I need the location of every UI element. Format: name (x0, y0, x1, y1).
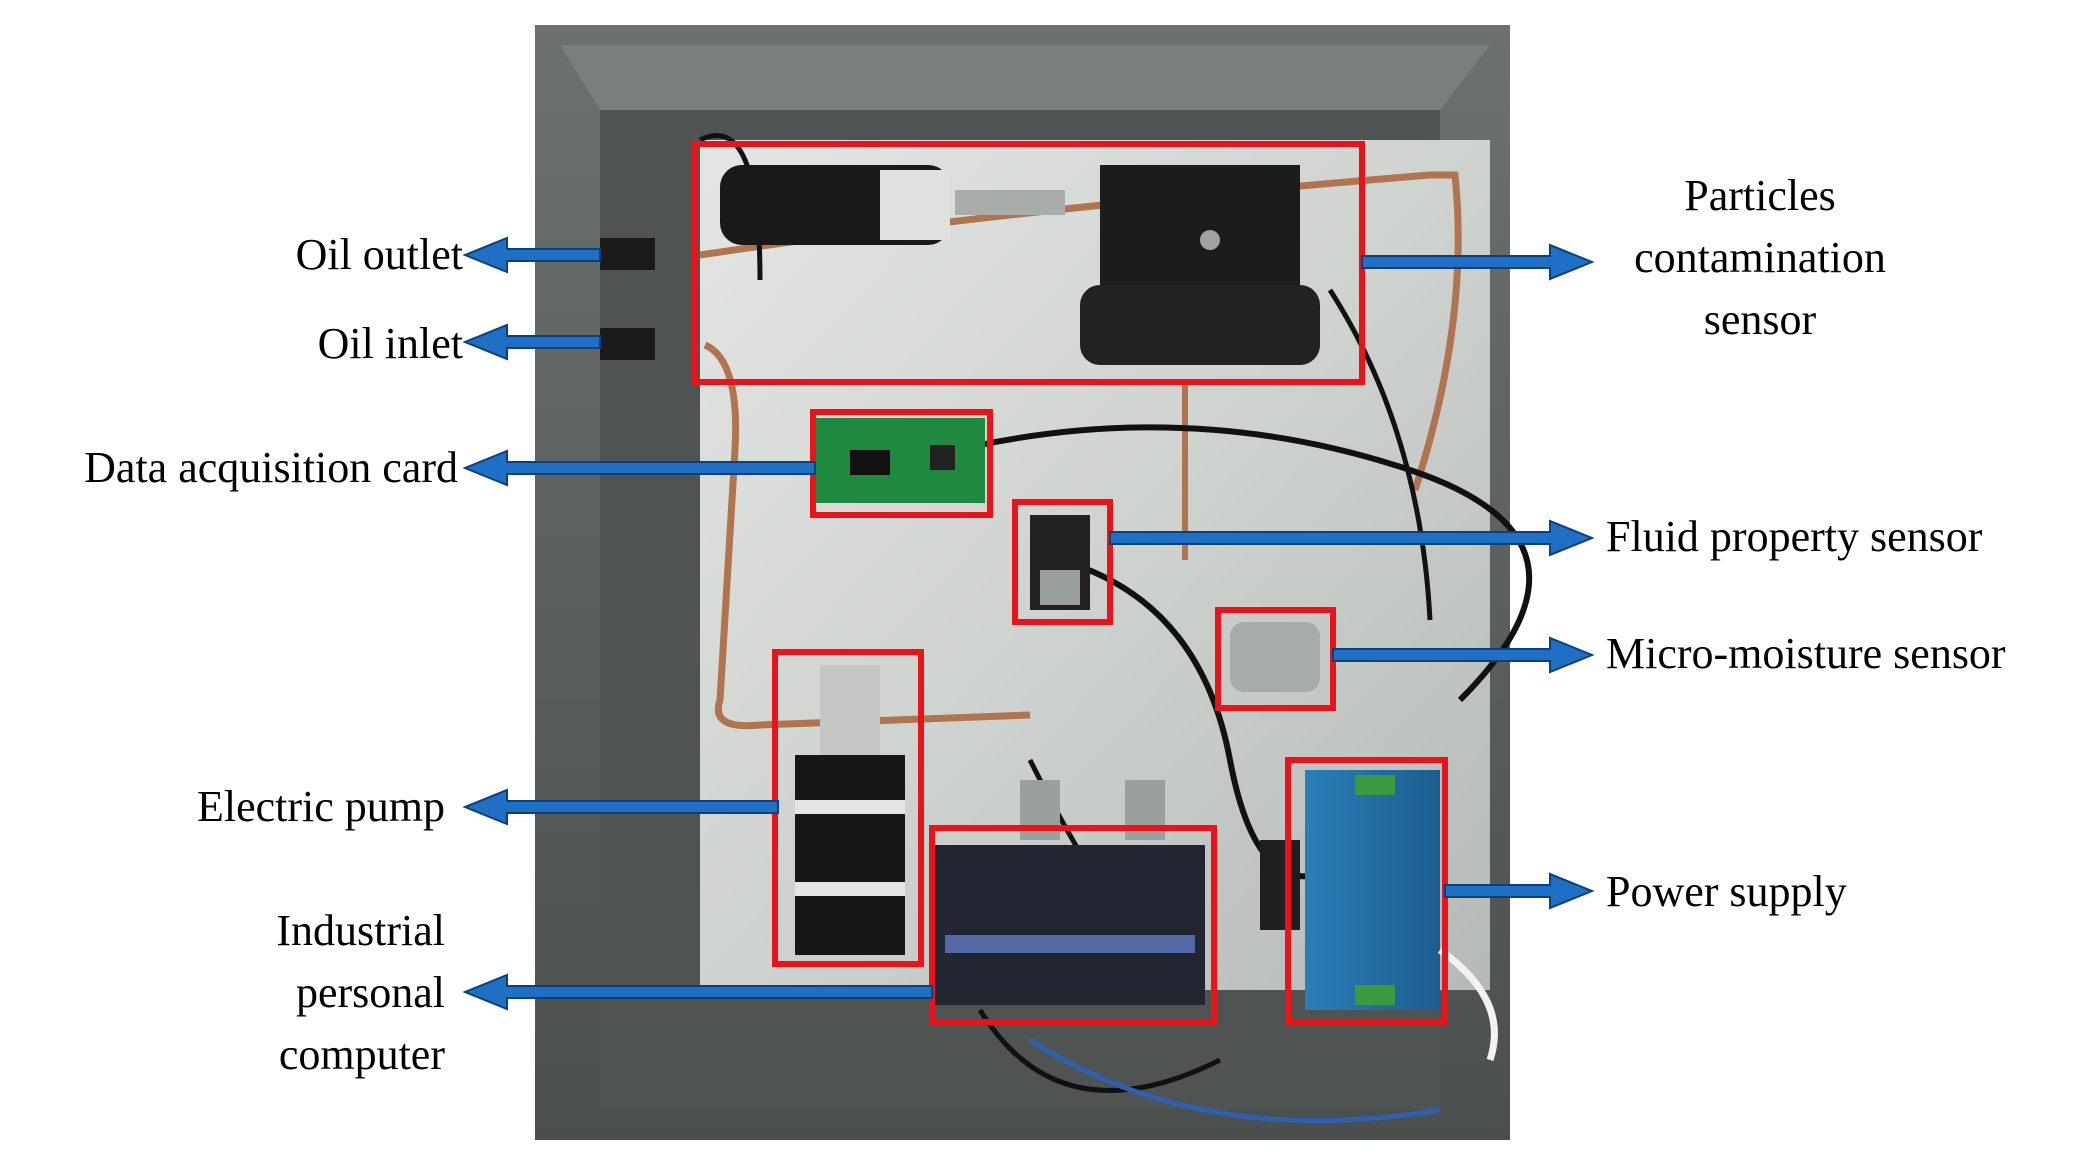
outlet-fitting (600, 238, 655, 270)
arrow-particles-sensor (1361, 243, 1595, 281)
label-oil-inlet: Oil inlet (317, 319, 463, 368)
arrow-data-acquisition-card (462, 449, 816, 487)
psu-body (1305, 770, 1440, 1010)
arrow-micro-moisture-sensor (1332, 636, 1595, 674)
white-cable (1437, 947, 1498, 1062)
arrow-oil-outlet (462, 236, 601, 274)
label-fluid-property-sensor: Fluid property sensor (1606, 512, 1983, 561)
label-industrial-pc-line1: Industrial (276, 906, 445, 955)
arrow-industrial-pc (462, 973, 933, 1011)
label-industrial-pc-line2: personal (295, 968, 445, 1017)
arrow-oil-inlet (462, 323, 601, 361)
cable (1327, 288, 1433, 621)
arrow-electric-pump (462, 788, 779, 826)
label-industrial-pc-line3: computer (278, 1030, 445, 1079)
inlet-fitting (600, 328, 655, 360)
label-particles-line1: Particles (1684, 171, 1836, 220)
cable (977, 1008, 1222, 1093)
label-particles-line2: contamination (1634, 233, 1886, 282)
arrow-power-supply (1444, 872, 1595, 910)
label-oil-outlet: Oil outlet (295, 230, 463, 279)
label-electric-pump: Electric pump (196, 782, 445, 831)
label-data-acquisition-card: Data acquisition card (84, 443, 458, 492)
pump-head (820, 665, 880, 755)
pump-motor (795, 755, 905, 955)
copper-tube (703, 341, 1031, 730)
ipc-body (935, 845, 1205, 1005)
highlight-industrial-pc (929, 825, 1217, 1025)
label-particles-sensor: Particles contamination sensor (1580, 165, 1940, 351)
label-industrial-pc: Industrial personal computer (145, 900, 445, 1086)
label-micro-moisture-sensor: Micro-moisture sensor (1606, 629, 2006, 678)
enclosure-inner-wall (560, 45, 1490, 110)
network-cable (1028, 1037, 1441, 1124)
label-particles-line3: sensor (1703, 295, 1817, 344)
daq-board (815, 418, 985, 503)
label-power-supply: Power supply (1606, 867, 1847, 916)
highlight-fluid-sensor (1012, 499, 1113, 625)
arrow-fluid-property-sensor (1109, 519, 1595, 557)
moisture-sensor-body (1230, 622, 1320, 692)
